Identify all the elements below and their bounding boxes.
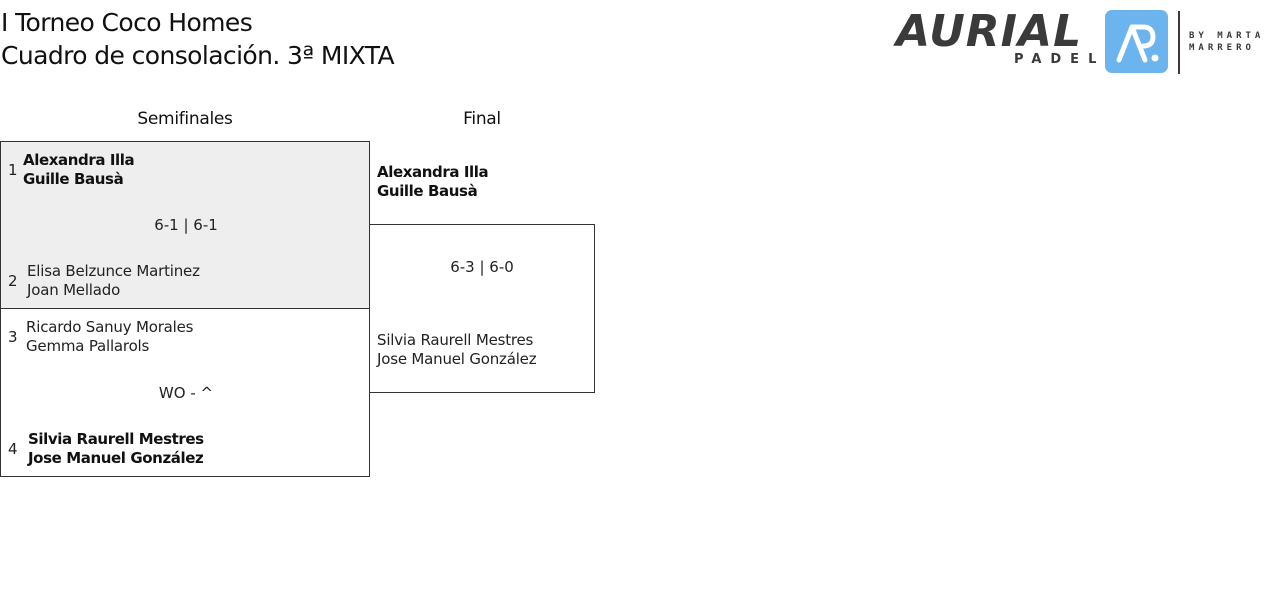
logo-divider (1178, 11, 1180, 74)
match-score: 6-3 | 6-0 (450, 258, 514, 276)
player-name: Elisa Belzunce Martinez (27, 262, 200, 280)
player-name: Joan Mellado (27, 281, 121, 299)
draw-title: Cuadro de consolación. 3ª MIXTA (1, 41, 395, 70)
team-entry[interactable]: Ricardo Sanuy Morales Gemma Pallarols (26, 318, 193, 356)
logo-byline-1: BY MARTA (1189, 31, 1265, 41)
semifinal-match-1[interactable]: 1 Alexandra Illa Guille Bausà 6-1 | 6-1 … (0, 141, 370, 309)
player-name: Gemma Pallarols (26, 337, 150, 355)
final-team-bottom[interactable]: Silvia Raurell Mestres Jose Manuel Gonzá… (377, 331, 537, 369)
round-label-final: Final (463, 109, 501, 129)
seed-number: 1 (8, 161, 18, 179)
ap-monogram-icon (1116, 24, 1159, 63)
player-name: Jose Manuel González (28, 449, 204, 467)
match-score: 6-1 | 6-1 (154, 216, 218, 234)
logo-byline-2: MARRERO (1189, 43, 1255, 53)
tournament-title: I Torneo Coco Homes (1, 8, 253, 37)
team-entry[interactable]: Elisa Belzunce Martinez Joan Mellado (27, 262, 200, 300)
semifinal-match-2[interactable]: 3 Ricardo Sanuy Morales Gemma Pallarols … (0, 308, 370, 477)
seed-number: 3 (8, 328, 18, 346)
logo-byline: BY MARTA MARRERO (1189, 30, 1264, 54)
player-name: Silvia Raurell Mestres (28, 430, 204, 448)
final-team-top[interactable]: Alexandra Illa Guille Bausà (377, 163, 489, 201)
player-name: Alexandra Illa (23, 151, 135, 169)
team-entry[interactable]: Silvia Raurell Mestres Jose Manuel Gonzá… (28, 430, 204, 468)
player-name: Guille Bausà (23, 170, 124, 188)
logo-sub: PADEL (1014, 52, 1106, 67)
player-name: Ricardo Sanuy Morales (26, 318, 194, 336)
final-match[interactable]: 6-3 | 6-0 Silvia Raurell Mestres Jose Ma… (369, 224, 595, 393)
logo-brand: AURIAL (896, 6, 1083, 57)
seed-number: 2 (8, 272, 18, 290)
match-score: WO - ^ (158, 384, 214, 402)
round-label-semifinales: Semifinales (137, 109, 233, 129)
player-name: Jose Manuel González (377, 350, 537, 368)
seed-number: 4 (8, 440, 18, 458)
aurial-padel-logo: AURIAL PADEL BY MARTA MARRERO (896, 6, 1276, 76)
player-name: Guille Bausà (377, 182, 478, 200)
player-name: Silvia Raurell Mestres (377, 331, 534, 349)
page-header: I Torneo Coco Homes Cuadro de consolació… (1, 6, 395, 72)
team-entry[interactable]: Alexandra Illa Guille Bausà (23, 151, 135, 189)
logo-badge-icon (1105, 10, 1168, 73)
player-name: Alexandra Illa (377, 163, 489, 181)
